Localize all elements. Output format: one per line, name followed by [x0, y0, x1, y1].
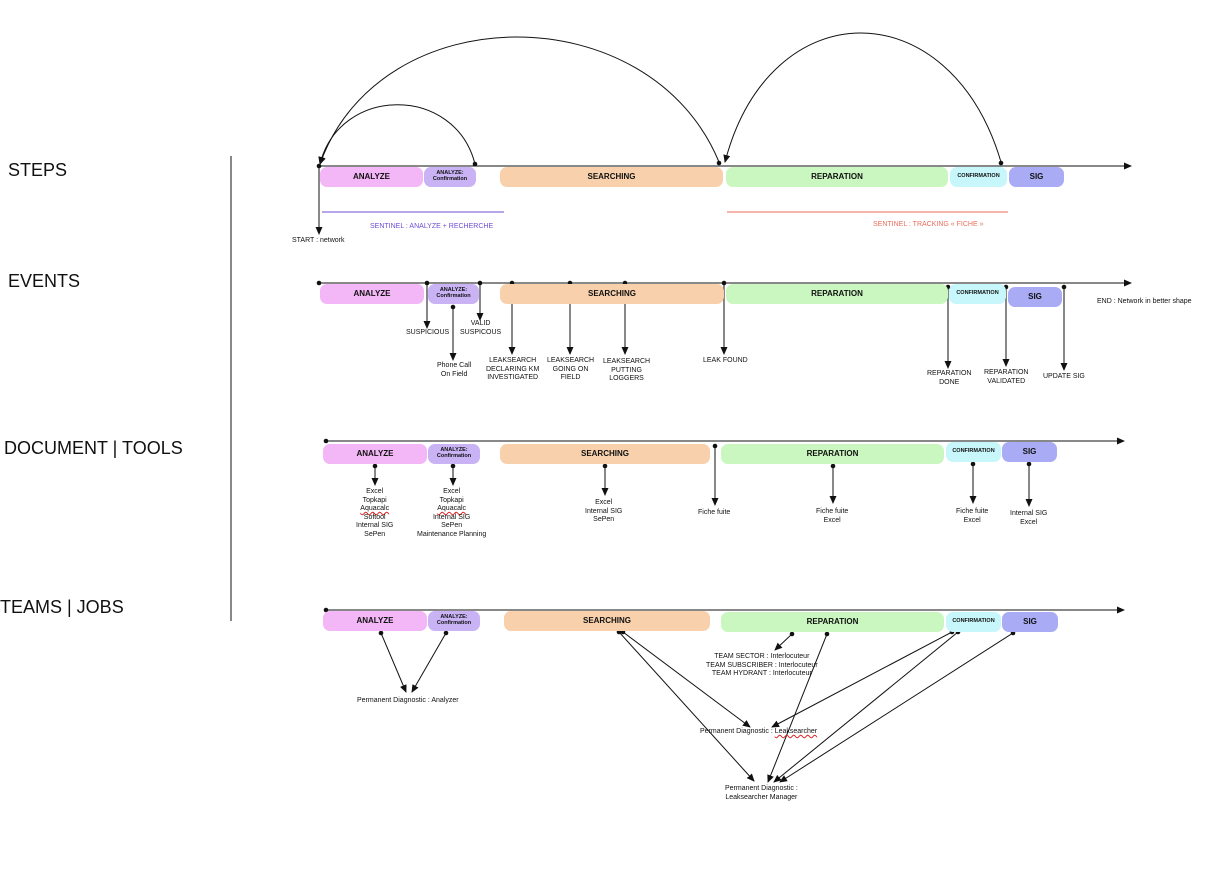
docs-phase-analyze: ANALYZE [323, 444, 427, 464]
docs-fiche-fuite: Fiche fuite [698, 509, 731, 516]
steps-dots [316, 160, 1004, 169]
loop-arc-large [319, 36, 720, 165]
steps-phase-confirmation: CONFIRMATION [950, 167, 1007, 187]
teams-phase-analyze-confirmation: ANALYZE:Confirmation [428, 611, 480, 631]
steps-connectors [315, 32, 1132, 235]
events-phase-reparation: REPARATION [726, 284, 948, 304]
team-analyzer: Permanent Diagnostic : Analyzer [357, 697, 459, 704]
docs-phase-analyze-confirmation: ANALYZE:Confirmation [428, 444, 480, 464]
teams-phase-confirmation: CONFIRMATION [946, 612, 1001, 632]
row-label-steps: STEPS [8, 160, 68, 180]
loop-arc-repar [723, 32, 1002, 163]
event-leak-found: LEAK FOUND [703, 357, 748, 364]
steps-phase-sig: SIG [1009, 167, 1064, 187]
loop-arc-small [318, 104, 476, 165]
docs-phase-searching: SEARCHING [500, 444, 710, 464]
steps-phase-searching: SEARCHING [500, 167, 723, 187]
sentinel-tracking-label: SENTINEL : TRACKING « FICHE » [873, 221, 984, 228]
events-phase-analyze: ANALYZE [320, 284, 424, 304]
teams-phase-analyze: ANALYZE [323, 611, 427, 631]
events-phase-analyze-confirmation: ANALYZE:Confirmation [428, 284, 479, 304]
events-phase-searching: SEARCHING [500, 284, 724, 304]
docs-phase-confirmation: CONFIRMATION [946, 442, 1001, 462]
event-suspicious: SUSPICIOUS [406, 329, 450, 336]
event-update-sig: UPDATE SIG [1043, 373, 1085, 380]
row-label-documents: DOCUMENT | TOOLS [4, 438, 183, 458]
docs-phase-sig: SIG [1002, 442, 1057, 462]
sentinel-analyze-label: SENTINEL : ANALYZE + RECHERCHE [370, 223, 494, 230]
steps-phase-analyze-confirmation: ANALYZE:Confirmation [424, 167, 476, 187]
team-leaksearcher-manager: Permanent Diagnostic :Leaksearcher Manag… [725, 785, 798, 801]
steps-phase-reparation: REPARATION [726, 167, 948, 187]
teams-phase-reparation: REPARATION [721, 612, 944, 632]
documents-dots [323, 438, 1032, 469]
docs-phase-reparation: REPARATION [721, 444, 944, 464]
steps-phase-analyze: ANALYZE [320, 167, 423, 187]
start-label: START : network [292, 237, 345, 244]
teams-connectors [326, 606, 1125, 783]
documents-connectors [326, 437, 1125, 507]
end-label: END : Network in better shape [1097, 298, 1192, 305]
team-leaksearcher: Permanent Diagnostic : Leaksearcher [700, 728, 818, 735]
row-label-events: EVENTS [8, 271, 81, 291]
teams-phase-searching: SEARCHING [504, 611, 710, 631]
events-phase-sig: SIG [1008, 287, 1062, 307]
row-label-teams: TEAMS | JOBS [0, 597, 124, 617]
teams-phase-sig: SIG [1002, 612, 1058, 632]
events-phase-confirmation: CONFIRMATION [949, 284, 1006, 304]
